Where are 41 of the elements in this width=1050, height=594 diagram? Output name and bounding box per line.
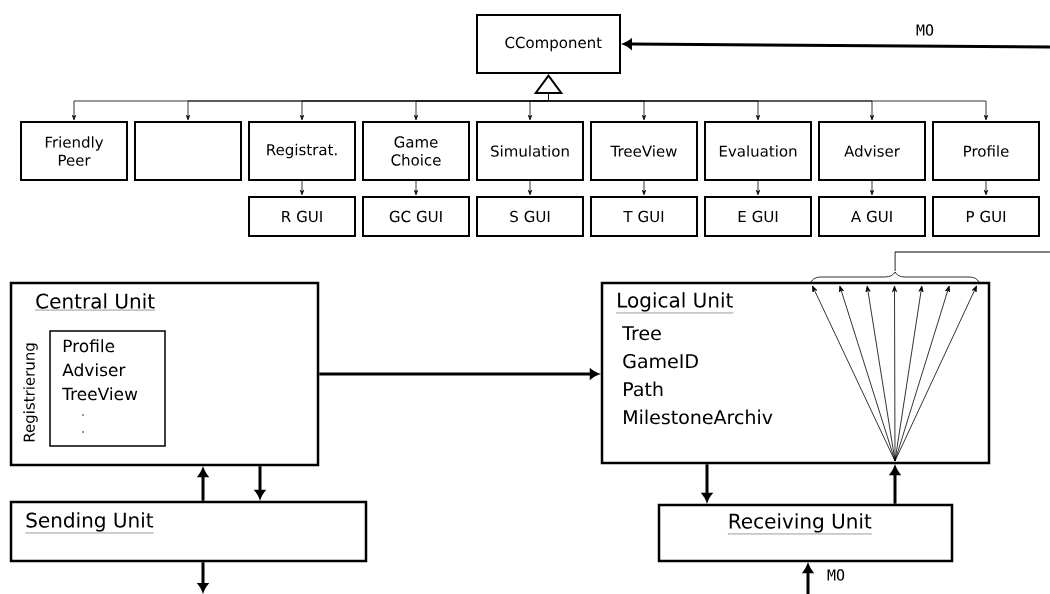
class-box: A GUI: [818, 196, 926, 237]
class-box: S GUI: [476, 196, 584, 237]
class-box: CComponent: [476, 14, 621, 74]
class-box: Game Choice: [362, 121, 470, 181]
arrow: [197, 468, 209, 501]
class-box: Registrat.: [248, 121, 356, 181]
class-box: Friendly Peer: [20, 121, 128, 181]
class-box: Profile: [932, 121, 1040, 181]
unit-box: Logical Unit Tree GameID Path MilestoneArchiv: [600, 281, 991, 465]
arrow: [254, 466, 266, 499]
arrow: [984, 180, 988, 196]
arrow: [642, 180, 646, 196]
arrow: [802, 564, 814, 594]
list-box: Profile Adviser TreeView Registrierung: [23, 330, 166, 447]
arrow: [756, 180, 760, 196]
arrow: [319, 368, 599, 380]
arrow: [622, 38, 1050, 50]
unit-box: Sending Unit: [9, 500, 368, 563]
arrow: [528, 180, 532, 196]
class-box: TreeView: [590, 121, 698, 181]
unit-box: Receiving Unit: [657, 503, 954, 563]
class-box: P GUI: [932, 196, 1040, 237]
edge-label: MO: [827, 569, 845, 581]
edge-label: MO: [916, 24, 934, 36]
class-box: Adviser: [818, 121, 926, 181]
arrow: [701, 464, 713, 502]
arrow: [414, 180, 418, 196]
arrow: [197, 562, 209, 593]
arrow: [528, 100, 549, 121]
class-box: R GUI: [248, 196, 356, 237]
class-box: T GUI: [590, 196, 698, 237]
node-label: Registrierung: [23, 343, 38, 442]
arrow: [870, 180, 874, 196]
empty-box: [134, 121, 242, 181]
class-box: GC GUI: [362, 196, 470, 237]
arrow: [300, 180, 304, 196]
class-box: Evaluation: [704, 121, 812, 181]
arrow: [889, 466, 901, 504]
class-box: Simulation: [476, 121, 584, 181]
arrow: [548, 100, 988, 121]
class-box: E GUI: [704, 196, 812, 237]
